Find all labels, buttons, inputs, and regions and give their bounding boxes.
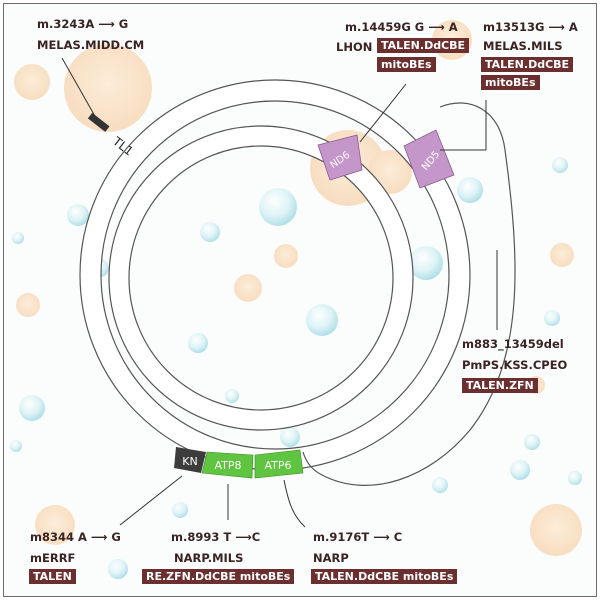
m8993-tag-re-zfn: RE.ZFN.DdCBE mitoBEs <box>142 569 295 584</box>
m3243-title: m.3243A ⟶ G <box>37 17 129 31</box>
atp8-label: ATP8 <box>214 459 241 472</box>
m8344-title: m8344 A ⟶ G <box>30 530 121 544</box>
m14459-title: m.14459G G ⟶ A <box>345 20 458 34</box>
outer-ring <box>79 79 471 471</box>
m8993-title: m.8993 T ⟶C <box>171 530 261 544</box>
kn-label: KN <box>182 455 197 468</box>
m883-tag-talen-zfn: TALEN.ZFN <box>462 378 538 393</box>
m883-disease: PmPS.KSS.CPEO <box>462 358 568 372</box>
m14459-tag-talen-ddcbe: TALEN.DdCBE <box>377 38 470 53</box>
inner-ring <box>108 125 414 431</box>
leader-lines <box>61 57 498 528</box>
kn-gene: KN <box>174 447 206 473</box>
nd5-gene: ND5 <box>403 129 455 189</box>
m14459-disease: LHON <box>336 40 373 54</box>
m8344-disease: mERRF <box>30 551 76 565</box>
m13513-tag-talen-ddcbe: TALEN.DdCBE <box>481 57 574 72</box>
atp6-gene: ATP6 <box>254 449 304 479</box>
m9176-title: m.9176T ⟶ C <box>313 530 403 544</box>
m3243-disease: MELAS.MIDD.CM <box>37 38 145 52</box>
m9176-tag-talen-ddcbe: TALEN.DdCBE mitoBEs <box>311 569 458 584</box>
m13513-title: m13513G ⟶ A <box>483 20 578 34</box>
m8993-disease: NARP.MILS <box>174 551 244 565</box>
m14459-tag-mitobes: mitoBEs <box>377 57 436 72</box>
m9176-disease: NARP <box>313 551 349 565</box>
nd6-gene: ND6 <box>317 134 363 181</box>
atp8-gene: ATP8 <box>201 451 254 479</box>
atp6-label: ATP6 <box>264 459 291 472</box>
m13513-tag-mitobes: mitoBEs <box>481 75 540 90</box>
m883-title: m883_13459del <box>462 337 564 351</box>
m8344-tag-talen: TALEN <box>29 569 76 584</box>
m13513-disease: MELAS.MILS <box>483 39 563 53</box>
deletion-arc <box>302 102 516 487</box>
